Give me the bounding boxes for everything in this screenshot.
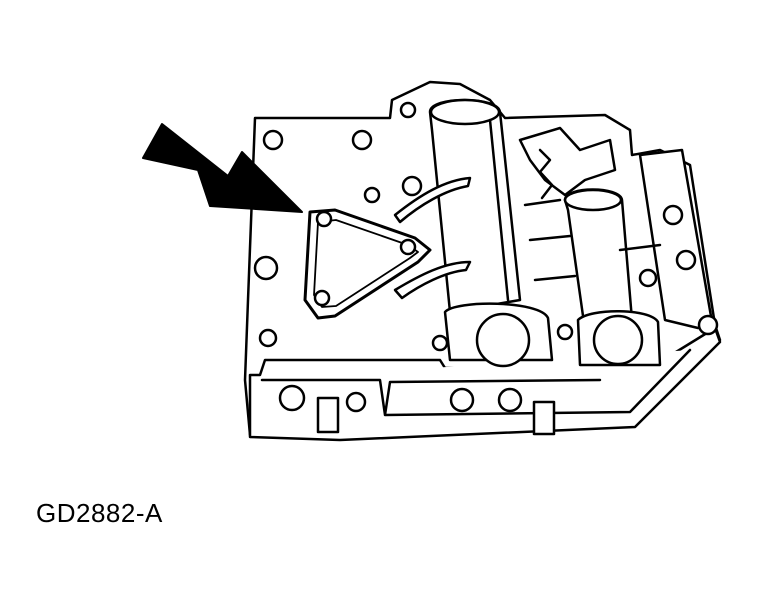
channel-line xyxy=(523,198,662,282)
cover-plate-screw xyxy=(399,238,417,256)
spring-wire xyxy=(393,176,472,224)
front-hole xyxy=(497,387,523,413)
front-tab xyxy=(316,396,340,434)
plate-hole xyxy=(253,255,279,281)
spring-wire xyxy=(393,260,472,300)
lower-left-bore xyxy=(475,312,531,368)
bracket-bolt xyxy=(697,314,719,336)
cover-plate-screw xyxy=(315,210,333,228)
stepped-detail xyxy=(518,126,617,197)
plate-hole xyxy=(399,101,417,119)
lower-right-bore xyxy=(592,314,644,366)
plate-hole xyxy=(363,186,381,204)
front-hole xyxy=(449,387,475,413)
front-hole xyxy=(278,384,306,412)
right-bore-end xyxy=(563,188,623,212)
bracket-bolt xyxy=(662,204,684,226)
plate-hole xyxy=(431,334,449,352)
cover-plate-screw xyxy=(313,289,331,307)
center-bore-line xyxy=(488,118,510,302)
front-hole xyxy=(345,391,367,413)
front-tab xyxy=(532,400,556,436)
plate-hole xyxy=(351,129,373,151)
plate-hole xyxy=(638,268,658,288)
plate-hole xyxy=(258,328,278,348)
plate-hole xyxy=(262,129,284,151)
plate-hole xyxy=(556,323,574,341)
zigzag-detail xyxy=(538,148,554,200)
plate-hole xyxy=(401,175,423,197)
figure-id-label: GD2882-A xyxy=(36,498,163,528)
center-bore-end xyxy=(429,98,501,126)
arrow-icon xyxy=(142,123,303,213)
bracket-bolt xyxy=(675,249,697,271)
